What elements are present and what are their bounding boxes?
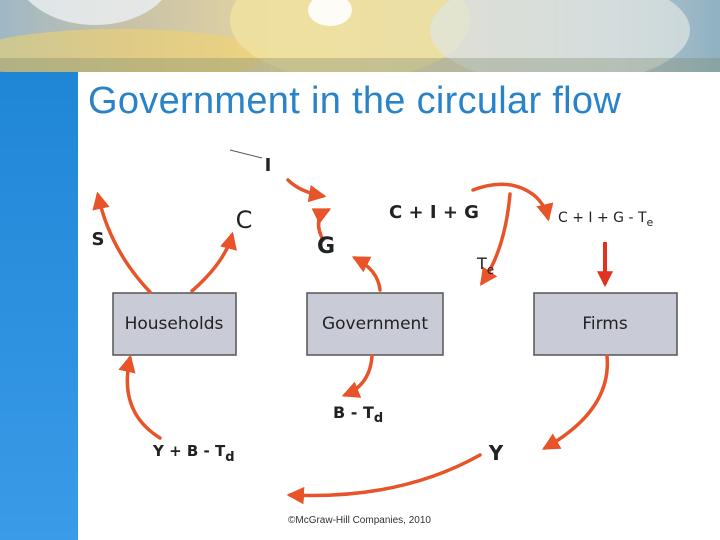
investment-connector-line: [229, 149, 263, 159]
disposable-income-main: Y + B - T: [152, 442, 226, 460]
expenditure-tax-label: Te: [476, 254, 494, 277]
firm-receipts-sub: e: [647, 216, 654, 229]
government-spending-label: G: [317, 234, 335, 259]
arrow-investment: [286, 178, 327, 203]
firms-label: Firms: [582, 314, 628, 334]
total-spending-label: C + I + G: [389, 202, 479, 223]
expenditure-tax-main: T: [476, 254, 487, 273]
arrow-households-to-consumption: [190, 231, 237, 293]
net-transfers-label: B - Td: [333, 403, 383, 426]
banner-decoration: [0, 0, 720, 72]
government-box: Government: [306, 292, 444, 356]
saving-label: S: [92, 229, 105, 250]
expenditure-tax-sub: e: [487, 263, 494, 277]
disposable-income-sub: d: [225, 450, 234, 465]
arrow-spending-to-firms: [471, 182, 554, 222]
firm-receipts-label: C + I + G - Te: [558, 210, 654, 229]
net-transfers-sub: d: [374, 411, 383, 426]
households-label: Households: [125, 314, 224, 334]
arrow-firms-to-income: [541, 354, 610, 450]
investment-label: I: [265, 155, 272, 176]
firms-box: Firms: [533, 292, 678, 356]
disposable-income-label: Y + B - Td: [152, 442, 235, 465]
banner-sphere-left: [27, 0, 163, 25]
header-banner-image: [0, 0, 720, 72]
banner-sphere-right: [430, 0, 690, 72]
arrow-government-to-transfers: [341, 354, 374, 398]
households-box: Households: [112, 292, 237, 356]
copyright-credit: ©McGraw-Hill Companies, 2010: [288, 515, 431, 526]
slide-title: Government in the circular flow: [88, 80, 622, 122]
arrow-disposable-income-to-households: [118, 354, 162, 440]
arrow-government-spending: [351, 256, 382, 292]
income-label: Y: [488, 441, 504, 465]
net-transfers-main: B - T: [333, 403, 374, 422]
firm-receipts-main: C + I + G - T: [558, 210, 647, 226]
arrow-consumption-to-spending: [311, 208, 332, 242]
consumption-label: C: [236, 206, 253, 234]
banner-ribbon: [0, 29, 270, 72]
left-sidebar-stripe: [0, 72, 78, 540]
banner-highlight: [308, 0, 352, 26]
arrow-expenditure-tax: [479, 192, 512, 286]
arrow-income-to-bottom: [286, 453, 482, 505]
banner-sphere-center: [230, 0, 470, 72]
arrow-households-to-saving: [92, 191, 152, 294]
government-label: Government: [322, 314, 428, 334]
banner-floor: [0, 58, 720, 72]
